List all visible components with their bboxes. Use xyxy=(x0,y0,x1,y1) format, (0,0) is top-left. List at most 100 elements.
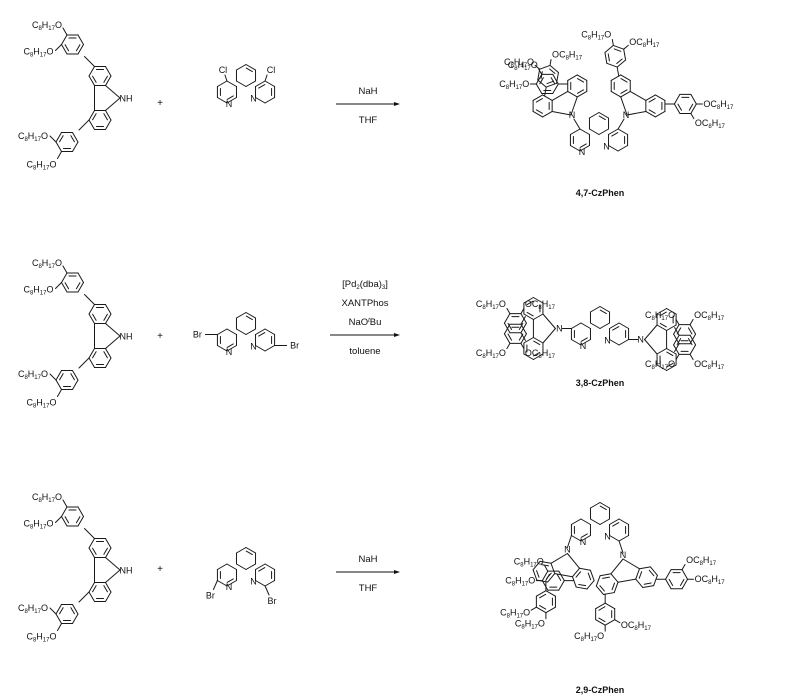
phen-left-ring xyxy=(570,518,591,542)
ring-bond xyxy=(542,94,553,101)
ring-bond xyxy=(665,569,672,580)
ring-double-bond xyxy=(535,98,543,103)
ring-bond xyxy=(610,74,622,81)
ring-double-bond xyxy=(64,282,70,290)
bromo-label: Br xyxy=(290,341,299,351)
ring-double-bond xyxy=(546,80,555,85)
ring-bond xyxy=(656,308,668,315)
ring-bond xyxy=(589,518,601,525)
ring-double-bond xyxy=(245,550,253,556)
carbazole-benzo-ring xyxy=(635,566,658,589)
ring-double-bond xyxy=(648,569,655,577)
carbazole-unit-right xyxy=(610,74,666,118)
c-br-bond xyxy=(212,580,218,590)
dioctyloxyphenyl-ring xyxy=(665,569,689,590)
ring-bond xyxy=(653,574,658,587)
o-bond xyxy=(549,59,552,66)
ring-bond xyxy=(610,90,622,98)
ring-bond xyxy=(673,93,681,105)
aryl-bond xyxy=(544,86,547,97)
ring-bond xyxy=(580,322,591,329)
ring-bond xyxy=(105,109,112,121)
ring-bond xyxy=(589,502,601,509)
octyloxy-label: C8​H17​O xyxy=(645,359,675,371)
ring-bond xyxy=(681,569,689,580)
product-phenanthroline xyxy=(570,502,630,542)
carbazole-cn-bond xyxy=(551,110,572,116)
ring-bond xyxy=(226,328,237,335)
ring-bond xyxy=(61,515,68,527)
carbazole-cc-bond xyxy=(554,573,573,578)
o-bond xyxy=(530,606,537,611)
ring-double-bond xyxy=(616,58,623,65)
ring-bond xyxy=(673,344,680,355)
ring-bond xyxy=(579,145,590,152)
o-bond xyxy=(520,342,525,350)
ring-bond xyxy=(105,537,112,549)
aryl-bond xyxy=(78,119,90,131)
ring-bond xyxy=(216,580,228,587)
ring-bond xyxy=(542,110,553,118)
ring-double-bond xyxy=(556,573,562,581)
ring-bond xyxy=(599,306,611,313)
carbazole-unit-right xyxy=(595,558,658,595)
ring-bond xyxy=(635,568,640,580)
bromo-label: Br xyxy=(206,591,215,601)
c-n-bond xyxy=(618,540,624,554)
ring-double-bond xyxy=(679,578,685,587)
ring-double-bond xyxy=(620,78,628,83)
o-bond xyxy=(55,281,62,289)
ring-bond xyxy=(88,119,95,131)
carbazole-cn-bond xyxy=(105,85,121,99)
ring-double-bond xyxy=(611,582,616,591)
ring-double-bond xyxy=(70,135,75,143)
carbazole-benzo-ring xyxy=(532,94,553,118)
ring-bond xyxy=(570,535,582,542)
ring-bond xyxy=(72,141,79,153)
ring-double-bond xyxy=(648,98,656,103)
ring-bond xyxy=(532,560,541,571)
ring-bond xyxy=(55,131,62,143)
ring-double-bond xyxy=(677,103,682,111)
octyloxy-label: OC8​H17​ xyxy=(552,50,583,62)
ring-double-bond xyxy=(59,373,64,381)
carbazole-benzo-ring xyxy=(610,74,631,98)
ring-bond xyxy=(571,576,577,588)
ring-double-bond xyxy=(103,75,108,83)
ring-bond xyxy=(666,364,677,371)
ring-bond xyxy=(673,333,680,345)
aryl-bond xyxy=(78,357,90,369)
phen-left-ring xyxy=(216,328,237,352)
ring-bond xyxy=(523,313,534,320)
dioctyloxyphenyl-ring xyxy=(673,93,697,114)
carbazole-cn-bond xyxy=(105,323,121,337)
ring-bond xyxy=(226,97,237,104)
ring-double-bond xyxy=(643,582,652,585)
ring-double-bond xyxy=(668,578,674,587)
ring-bond xyxy=(567,74,578,81)
carbazole-cn-bond xyxy=(550,553,568,564)
phen-right-ring xyxy=(255,328,276,352)
ring-bond xyxy=(216,563,228,570)
ring-bond xyxy=(72,369,79,381)
dioctyloxyphenyl-ring xyxy=(673,334,697,355)
ring-bond xyxy=(598,128,610,135)
octyloxy-label: OC8​H17​ xyxy=(695,118,726,130)
octyloxy-label: C8​H17​O xyxy=(26,160,56,172)
ring-bond xyxy=(245,80,257,87)
ring-bond xyxy=(55,603,62,615)
phen-right-ring xyxy=(255,80,276,104)
nitrogen-label: N xyxy=(250,342,257,352)
ring-bond xyxy=(613,581,619,594)
ring-bond xyxy=(264,328,276,335)
o-bond xyxy=(520,307,525,315)
ring-double-bond xyxy=(576,89,585,94)
octyloxy-label: C8​H17​O xyxy=(32,258,62,270)
aryl-right-bottom: OC8​H17​C8​H17​O xyxy=(645,327,725,371)
reagent-above: NaOtBu xyxy=(349,317,382,328)
ring-double-bond xyxy=(579,143,587,148)
ring-bond xyxy=(264,80,276,87)
ring-bond xyxy=(673,103,681,114)
ring-bond xyxy=(216,80,228,87)
